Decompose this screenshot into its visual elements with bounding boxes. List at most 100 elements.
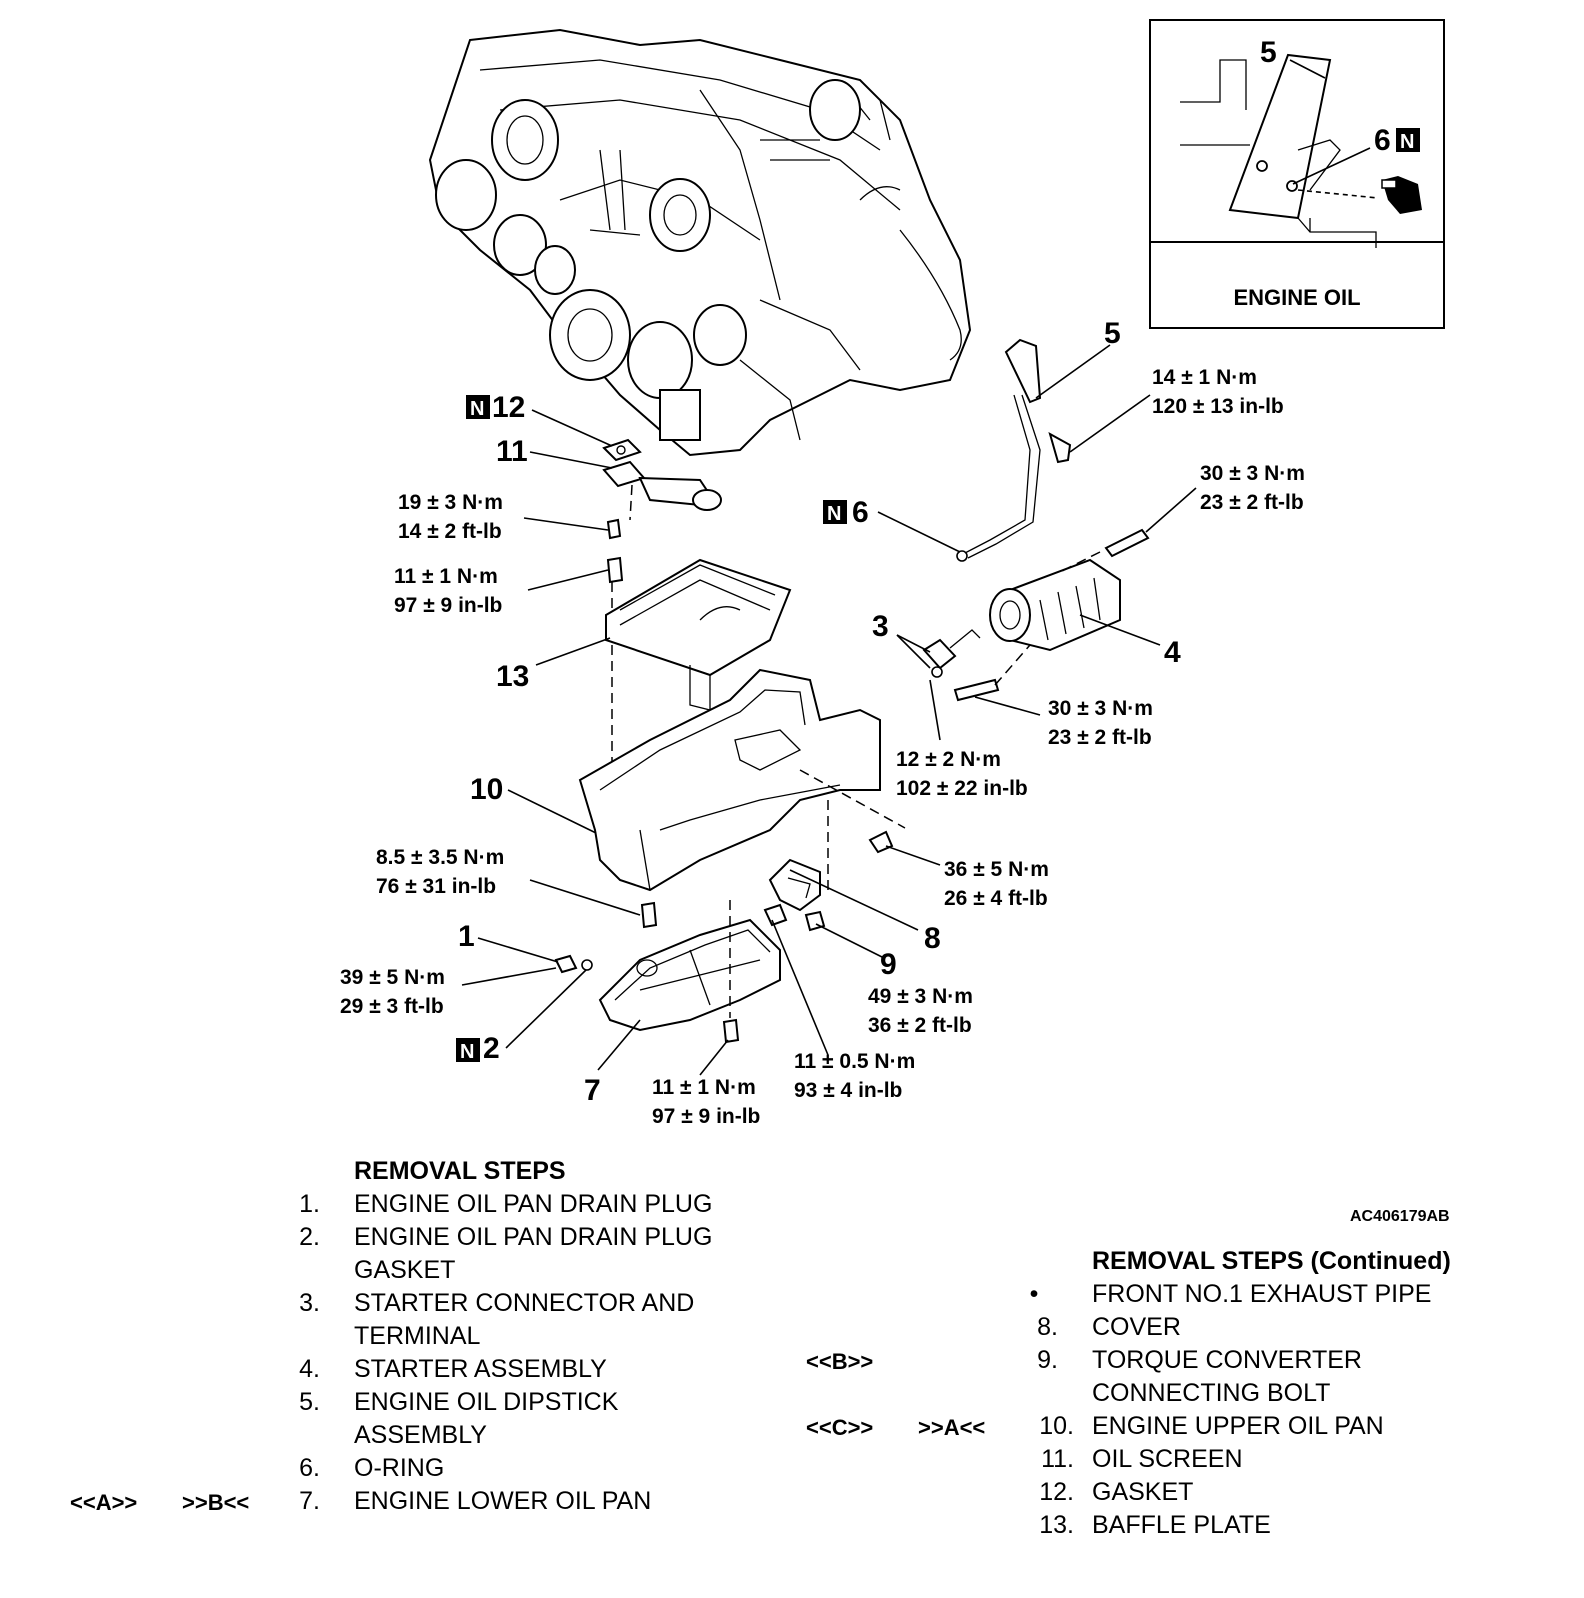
step-exhaust-text: FRONT NO.1 EXHAUST PIPE: [1092, 1280, 1432, 1308]
torque-lower-pan-nm: 11 ± 1 N·m: [652, 1076, 756, 1099]
step-13-number: 13.: [1039, 1511, 1074, 1539]
step-1-number: 1.: [299, 1190, 320, 1218]
step-3-number: 3.: [299, 1289, 320, 1317]
callout-1: 1: [458, 920, 475, 953]
step-10-text: ENGINE UPPER OIL PAN: [1092, 1412, 1384, 1440]
callout-13: 13: [496, 660, 529, 693]
step-9-ref-removal: <<B>>: [806, 1349, 874, 1374]
oil-screen-assembly: [602, 438, 722, 540]
torque-drain-plug-nm: 39 ± 5 N·m: [340, 966, 445, 989]
step-10-ref-removal: <<C>>: [806, 1415, 874, 1440]
callout-7: 7: [584, 1074, 601, 1107]
step-1-text: ENGINE OIL PAN DRAIN PLUG: [354, 1190, 713, 1218]
callout-10: 10: [470, 773, 503, 806]
step-8-text: COVER: [1092, 1313, 1181, 1341]
step-5-text-line2: ASSEMBLY: [354, 1421, 487, 1449]
new-part-icon: [1396, 128, 1420, 152]
torque-screen-imp: 14 ± 2 ft-lb: [398, 520, 502, 543]
step-12-text: GASKET: [1092, 1478, 1194, 1506]
torque-cover-nm: 36 ± 5 N·m: [944, 858, 1049, 881]
callout-11: 11: [496, 435, 528, 468]
new-part-icon-2: [456, 1038, 480, 1062]
torque-specs: 14 ± 1 N·m 120 ± 13 in-lb 30 ± 3 N·m 23 …: [340, 366, 1305, 1128]
step-2-number: 2.: [299, 1223, 320, 1251]
callout-3: 3: [872, 610, 889, 643]
torque-baffle-imp: 97 ± 9 in-lb: [394, 594, 502, 617]
step-2-text-line2: GASKET: [354, 1256, 456, 1284]
callout-9: 9: [880, 948, 897, 981]
step-7-number: 7.: [299, 1487, 320, 1515]
new-part-icon-6: [823, 500, 847, 524]
dipstick-assembly: [956, 338, 1072, 562]
removal-steps-left: REMOVAL STEPS 1. ENGINE OIL PAN DRAIN PL…: [0, 1155, 780, 1525]
inset-label: ENGINE OIL: [1233, 285, 1360, 310]
torque-starter-upper-nm: 30 ± 3 N·m: [1200, 462, 1305, 485]
torque-lower-pan-imp: 97 ± 9 in-lb: [652, 1105, 760, 1128]
torque-baffle-nm: 11 ± 1 N·m: [394, 565, 498, 588]
step-4-number: 4.: [299, 1355, 320, 1383]
torque-terminal-nm: 12 ± 2 N·m: [896, 748, 1001, 771]
torque-converter-nm: 49 ± 3 N·m: [868, 985, 973, 1008]
engine-block-illustration: [428, 28, 972, 457]
step-3-text-line2: TERMINAL: [354, 1322, 481, 1350]
step-bullet: •: [1029, 1280, 1039, 1308]
leader-lines: [461, 344, 1197, 1076]
step-11-number: 11.: [1041, 1445, 1074, 1473]
removal-steps-continued-title: REMOVAL STEPS (Continued): [1092, 1247, 1451, 1275]
callout-5-inset: 5: [1260, 36, 1277, 69]
step-2-text: ENGINE OIL PAN DRAIN PLUG: [354, 1223, 713, 1251]
figure-code: AC406179AB: [1350, 1208, 1450, 1225]
torque-cover-imp: 26 ± 4 ft-lb: [944, 887, 1048, 910]
step-5-number: 5.: [299, 1388, 320, 1416]
step-11-text: OIL SCREEN: [1092, 1445, 1243, 1473]
step-6-number: 6.: [299, 1454, 320, 1482]
cover-and-bolts: [763, 858, 826, 932]
new-part-mark-12: N: [470, 398, 484, 420]
step-9-number: 9.: [1037, 1346, 1058, 1374]
step-3-text: STARTER CONNECTOR AND: [354, 1289, 695, 1317]
exploded-view-diagram: 5 6 N ENGINE OIL: [340, 19, 1445, 1128]
callout-12: 12: [492, 391, 525, 424]
step-12-number: 12.: [1039, 1478, 1074, 1506]
torque-starter-lower-imp: 23 ± 2 ft-lb: [1048, 726, 1152, 749]
step-7-ref-removal: <<A>>: [70, 1490, 138, 1515]
new-part-mark-6: N: [827, 503, 841, 525]
callout-4: 4: [1164, 636, 1181, 669]
new-part-mark: N: [1400, 131, 1414, 153]
callout-6: 6: [852, 496, 869, 529]
new-part-mark-2: N: [460, 1041, 474, 1063]
torque-cover-small-imp: 93 ± 4 in-lb: [794, 1079, 902, 1102]
torque-converter-imp: 36 ± 2 ft-lb: [868, 1014, 972, 1037]
step-9-text: TORQUE CONVERTER: [1092, 1346, 1362, 1374]
upper-oil-pan: [578, 668, 906, 929]
torque-dipstick-imp: 120 ± 13 in-lb: [1152, 395, 1284, 418]
torque-upper-pan-imp: 76 ± 31 in-lb: [376, 875, 496, 898]
step-7-text: ENGINE LOWER OIL PAN: [354, 1487, 652, 1515]
step-8-number: 8.: [1037, 1313, 1058, 1341]
torque-upper-pan-nm: 8.5 ± 3.5 N·m: [376, 846, 504, 869]
step-13-text: BAFFLE PLATE: [1092, 1511, 1271, 1539]
torque-drain-plug-imp: 29 ± 3 ft-lb: [340, 995, 444, 1018]
callout-5: 5: [1104, 317, 1121, 350]
torque-starter-upper-imp: 23 ± 2 ft-lb: [1200, 491, 1304, 514]
step-10-number: 10.: [1039, 1412, 1074, 1440]
callout-6-inset: 6: [1374, 124, 1391, 157]
step-5-text: ENGINE OIL DIPSTICK: [354, 1388, 619, 1416]
removal-steps-right: REMOVAL STEPS (Continued) • FRONT NO.1 E…: [780, 1245, 1580, 1555]
callout-2: 2: [483, 1032, 500, 1065]
engine-oil-inset: 5 6 N ENGINE OIL: [1149, 19, 1445, 329]
step-7-ref-installation: >>B<<: [182, 1490, 250, 1515]
removal-steps-title: REMOVAL STEPS: [354, 1157, 566, 1185]
step-9-text-line2: CONNECTING BOLT: [1092, 1379, 1331, 1407]
starter-assembly: [922, 528, 1150, 702]
lower-oil-pan: [554, 900, 781, 1044]
step-6-text: O-RING: [354, 1454, 445, 1482]
step-10-ref-installation: >>A<<: [918, 1415, 986, 1440]
new-part-icon-12: [466, 395, 490, 419]
torque-terminal-imp: 102 ± 22 in-lb: [896, 777, 1028, 800]
torque-dipstick-nm: 14 ± 1 N·m: [1152, 366, 1257, 389]
torque-screen-nm: 19 ± 3 N·m: [398, 491, 503, 514]
torque-starter-lower-nm: 30 ± 3 N·m: [1048, 697, 1153, 720]
step-4-text: STARTER ASSEMBLY: [354, 1355, 607, 1383]
torque-cover-small-nm: 11 ± 0.5 N·m: [794, 1050, 915, 1073]
